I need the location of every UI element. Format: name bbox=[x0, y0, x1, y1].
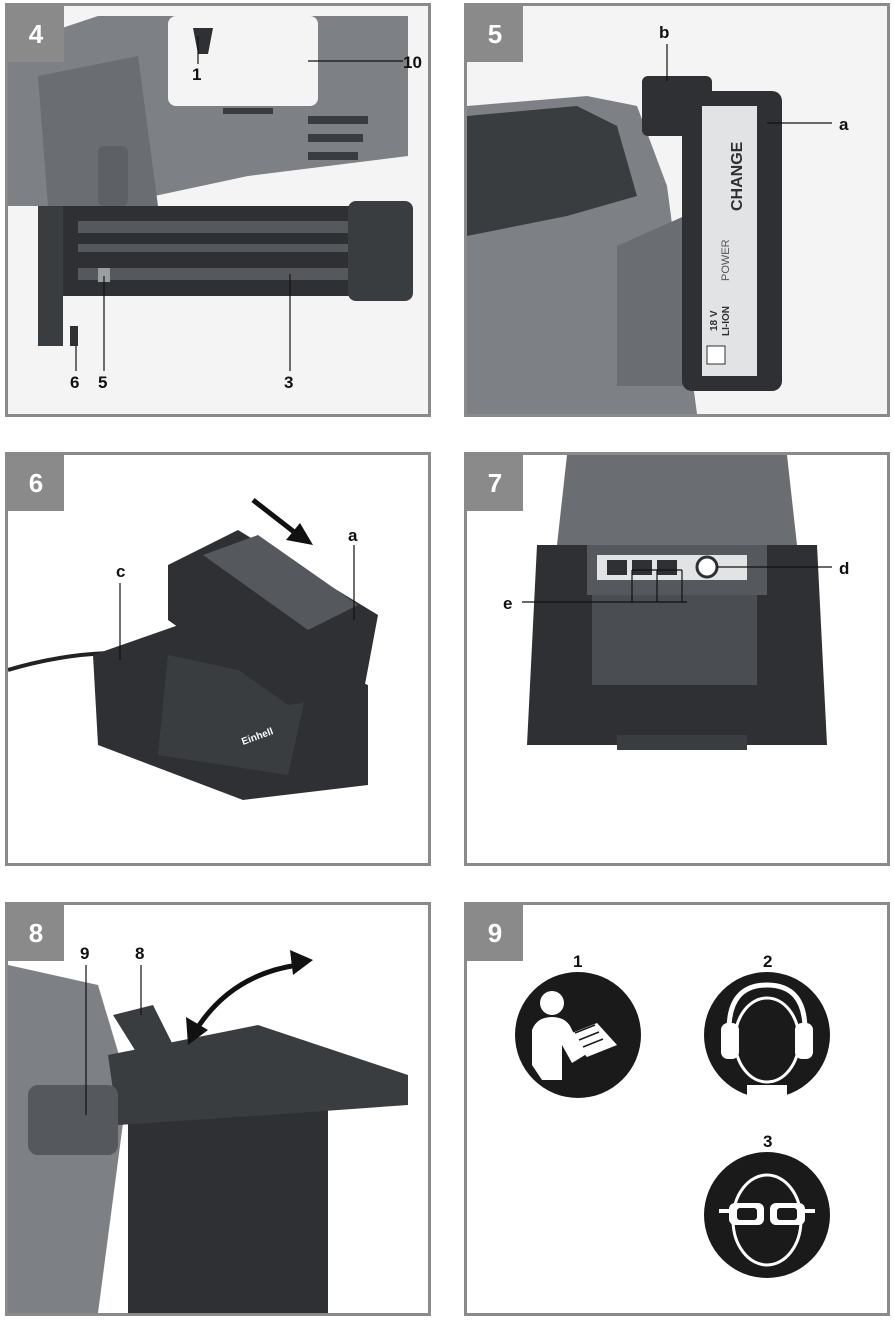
charger-illustration: Einhell bbox=[8, 455, 428, 863]
callout-a: a bbox=[348, 526, 358, 545]
figure-number-tab: 7 bbox=[467, 455, 523, 511]
battery-type-text: LI-ION bbox=[721, 306, 732, 336]
battery-indicator-illustration bbox=[467, 455, 887, 863]
figure-number-tab: 9 bbox=[467, 905, 523, 961]
callout-10: 10 bbox=[403, 53, 422, 72]
battery-power-text: POWER bbox=[720, 239, 732, 281]
callout-c: c bbox=[116, 562, 126, 581]
figure-number-tab: 8 bbox=[8, 905, 64, 961]
callout-3: 3 bbox=[284, 373, 294, 392]
callout-8: 8 bbox=[135, 944, 145, 963]
figure-7-battery-indicator: 7 d e bbox=[464, 452, 890, 866]
figure-6-charger: 6 Einhell c a bbox=[5, 452, 431, 866]
sign-label-2: 2 bbox=[763, 952, 773, 971]
ear-protection-icon bbox=[704, 972, 830, 1100]
battery-voltage-text: 18 V bbox=[709, 310, 720, 331]
callout-trigger-1: 1 bbox=[192, 65, 202, 84]
callout-b: b bbox=[659, 23, 670, 42]
callout-6: 6 bbox=[70, 373, 80, 392]
eye-protection-icon bbox=[704, 1152, 830, 1278]
callout-5: 5 bbox=[98, 373, 108, 392]
nailer-illustration bbox=[8, 6, 428, 414]
sign-label-3: 3 bbox=[763, 1132, 773, 1151]
depth-adjust-illustration bbox=[8, 905, 428, 1313]
figure-9-safety-signs: 9 1 2 3 bbox=[464, 902, 890, 1316]
figure-8-depth-adjust: 8 9 8 bbox=[5, 902, 431, 1316]
read-manual-icon bbox=[515, 972, 641, 1098]
figure-number-tab: 5 bbox=[467, 6, 523, 62]
callout-a: a bbox=[839, 115, 849, 134]
safety-signs-graphic bbox=[515, 972, 830, 1278]
figure-5-battery-attach: 5 CHANGE POWER 18 V LI-ION b a bbox=[464, 3, 890, 417]
figure-number-tab: 4 bbox=[8, 6, 64, 62]
sign-label-1: 1 bbox=[573, 952, 583, 971]
figure-number-tab: 6 bbox=[8, 455, 64, 511]
callout-e: e bbox=[503, 594, 513, 613]
callout-d: d bbox=[839, 559, 850, 578]
battery-illustration: CHANGE POWER 18 V LI-ION bbox=[467, 6, 887, 414]
figure-4-nailer-side-view: 4 1 10 6 5 3 bbox=[5, 3, 431, 417]
battery-change-text: CHANGE bbox=[729, 141, 746, 211]
callout-9: 9 bbox=[80, 944, 90, 963]
